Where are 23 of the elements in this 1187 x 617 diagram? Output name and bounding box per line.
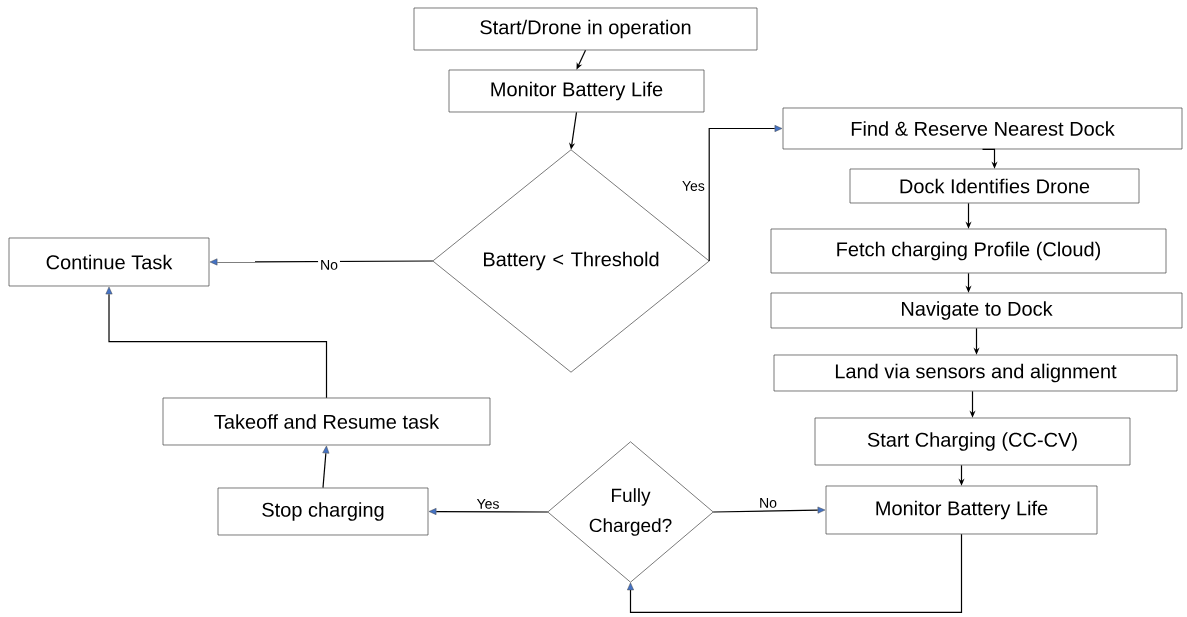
- edge-label: No: [757, 496, 779, 510]
- process-box: Fetch charging Profile (Cloud): [770, 228, 1167, 274]
- arrow: [428, 508, 549, 515]
- process-box: Monitor Battery Life: [825, 485, 1098, 535]
- arrow: [627, 533, 963, 613]
- edge-label: Yes: [679, 179, 707, 193]
- process-box: Stop charging: [217, 487, 429, 536]
- arrow: [105, 286, 328, 399]
- arrow: [712, 506, 826, 514]
- process-box: Start/Drone in operation: [413, 7, 758, 51]
- arrow: [708, 125, 783, 262]
- arrow: [209, 258, 434, 266]
- edge-label: No: [318, 258, 340, 272]
- process-box: Land via sensors and alignment: [773, 354, 1178, 392]
- process-box: Navigate to Dock: [770, 292, 1183, 329]
- process-box: Continue Task: [8, 237, 210, 287]
- process-box: Takeoff and Resume task: [162, 397, 491, 446]
- process-box: Monitor Battery Life: [448, 69, 705, 113]
- arrow: [322, 445, 330, 489]
- process-box: Dock Identifies Drone: [849, 168, 1140, 204]
- edge-label: Yes: [474, 497, 502, 511]
- process-box: Find & Reserve Nearest Dock: [782, 107, 1183, 150]
- process-box: Start Charging (CC-CV): [814, 417, 1131, 466]
